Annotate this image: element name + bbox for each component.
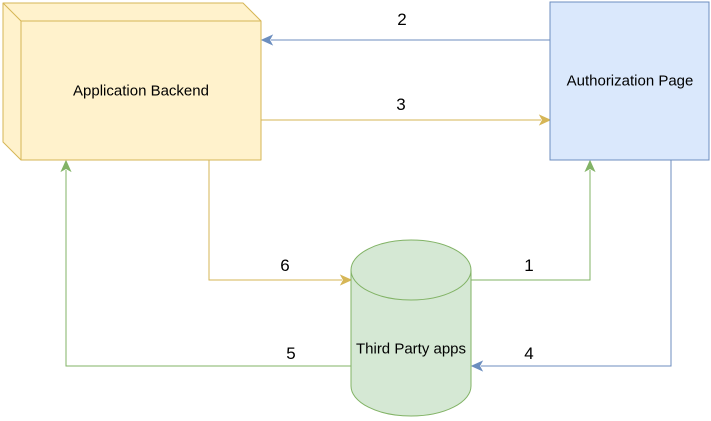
authorization-page-rect-shape [549, 1, 710, 161]
application-backend-label: Application Backend [73, 82, 209, 100]
edge-5-label: 5 [286, 344, 296, 363]
authorization-page-label: Authorization Page [566, 72, 694, 90]
node-application-backend [2, 2, 262, 161]
edge-4 [470, 160, 672, 372]
edge-3 [261, 114, 552, 126]
edge-2 [260, 34, 550, 46]
edge-1 [471, 159, 596, 281]
edge-1-line [471, 170, 591, 281]
edge-5-arrowhead-icon [60, 159, 72, 173]
application-backend-cube-inner-edges [2, 2, 261, 160]
edge-2-label: 2 [397, 10, 407, 29]
edge-1-arrowhead-icon [584, 159, 596, 173]
application-backend-cube-shape [2, 2, 262, 161]
edge-2-arrowhead-icon [260, 34, 274, 46]
edge-1-label: 1 [524, 256, 534, 275]
third-party-apps-cylinder-rim [350, 269, 472, 301]
node-authorization-page [549, 1, 710, 161]
edge-6-line [208, 160, 342, 281]
edge-6 [208, 160, 353, 286]
third-party-apps-cylinder-shape [350, 239, 472, 417]
edge-5-line [65, 170, 351, 367]
node-third-party-apps [350, 239, 472, 417]
edge-4-line [481, 160, 672, 367]
edge-3-label: 3 [396, 95, 406, 114]
edge-5 [60, 159, 351, 367]
edge-4-arrowhead-icon [470, 360, 484, 372]
edge-6-arrowhead-icon [339, 274, 353, 286]
edge-3-arrowhead-icon [538, 114, 552, 126]
edge-4-label: 4 [524, 344, 534, 363]
edge-6-label: 6 [280, 256, 290, 275]
third-party-apps-label: Third Party apps [355, 340, 467, 358]
